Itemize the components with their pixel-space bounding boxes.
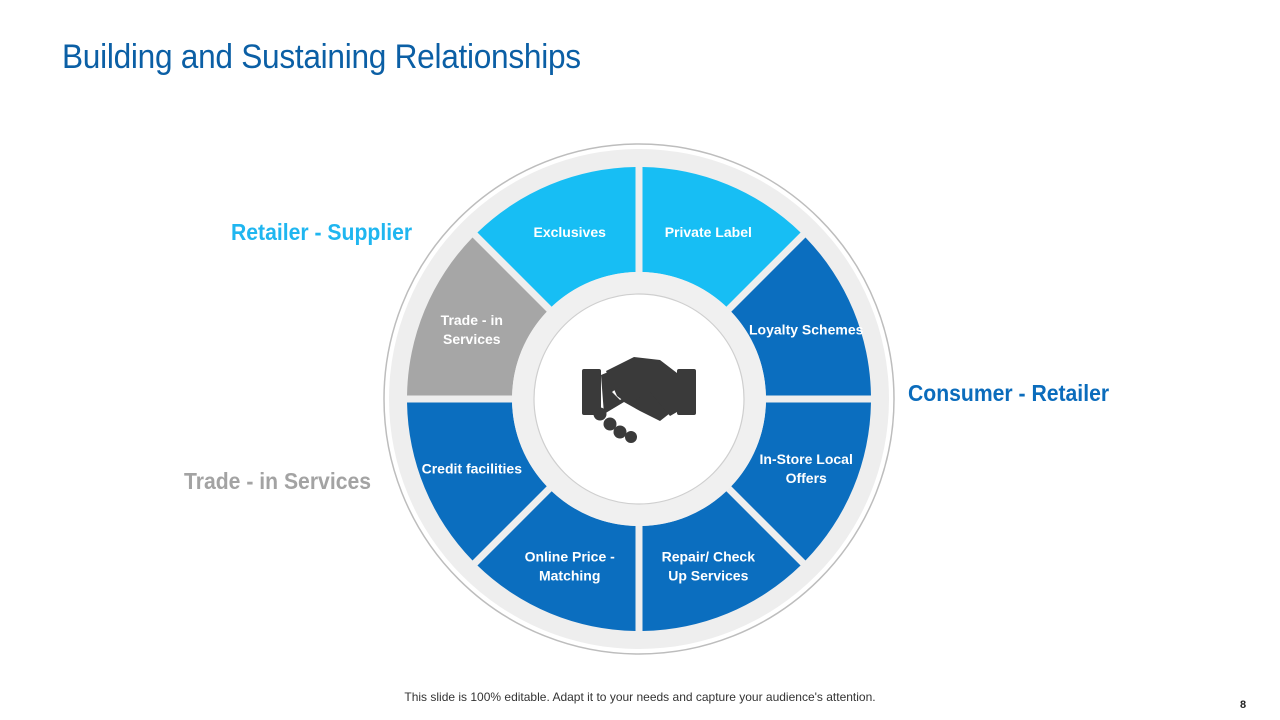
segment-label-line: Loyalty Schemes xyxy=(749,322,864,338)
segment-label-line: Exclusives xyxy=(534,224,607,240)
segment-label-line: In-Store Local xyxy=(760,451,853,467)
segment-label-1: Loyalty Schemes xyxy=(749,322,864,338)
segment-label-line: Services xyxy=(443,331,501,347)
page-number: 8 xyxy=(1240,699,1247,711)
segment-5 xyxy=(407,402,547,561)
segment-label-line: Trade - in xyxy=(441,312,503,328)
segment-label-3: Repair/ Check Up Services xyxy=(662,549,756,584)
retailer-supplier-label: Retailer - Supplier xyxy=(231,219,413,245)
segment-4 xyxy=(477,491,636,631)
segment-6 xyxy=(407,237,547,396)
segment-label-line: Private Label xyxy=(665,224,752,240)
segment-label-0: Private Label xyxy=(665,224,752,240)
segment-label-line: Online Price - xyxy=(525,549,616,565)
segment-7 xyxy=(477,167,636,307)
footer-note: This slide is 100% editable. Adapt it to… xyxy=(404,690,876,704)
trade-in-services-label: Trade - in Services xyxy=(184,468,372,494)
segment-3 xyxy=(642,491,801,631)
segment-label-6: Trade - in Services xyxy=(441,312,503,347)
segment-1 xyxy=(731,237,871,396)
consumer-retailer-label: Consumer - Retailer xyxy=(908,380,1110,406)
segment-label-line: Matching xyxy=(539,568,600,584)
segment-label-4: Online Price - Matching xyxy=(525,549,616,584)
segment-label-line: Credit facilities xyxy=(422,460,523,476)
segment-label-7: Exclusives xyxy=(534,224,607,240)
segment-label-line: Offers xyxy=(786,470,827,486)
segment-label-5: Credit facilities xyxy=(422,460,523,476)
segment-2 xyxy=(731,402,871,561)
segment-0 xyxy=(642,167,801,307)
segment-label-line: Repair/ Check xyxy=(662,549,756,565)
handshake-icon xyxy=(582,357,696,443)
segment-label-line: Up Services xyxy=(668,568,748,584)
page-title: Building and Sustaining Relationships xyxy=(62,38,581,76)
